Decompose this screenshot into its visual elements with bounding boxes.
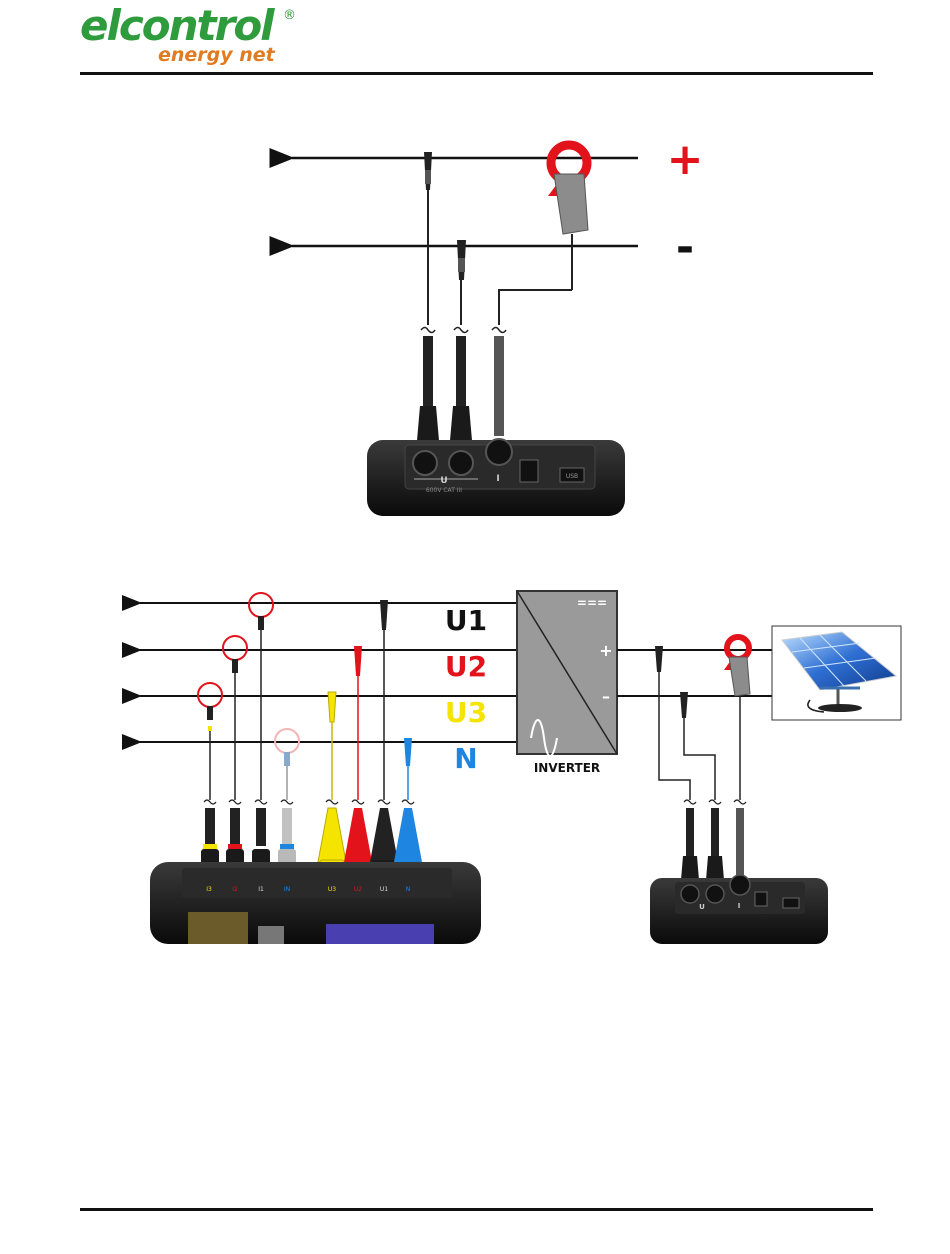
dc-voltage-port-label: U xyxy=(440,476,447,486)
voltage-probe-negative xyxy=(457,240,466,325)
voltage-label-u2: U2 xyxy=(354,886,362,893)
voltage-cable-positive xyxy=(423,336,433,406)
voltage-label-n: N xyxy=(406,886,411,893)
inverter: === + – INVERTER xyxy=(517,591,617,775)
clamp-label-i1: I1 xyxy=(258,886,264,893)
analyzer-device-dc: U I 600V CAT III USB xyxy=(367,439,625,516)
dc-diagram: + - xyxy=(292,134,703,516)
dc-category-label: 600V CAT III xyxy=(426,487,462,494)
dc-usb-label: USB xyxy=(566,473,578,480)
flex-clamp-i2 xyxy=(223,636,247,800)
dc-current-clamp xyxy=(499,145,588,325)
phase-label-u1: U1 xyxy=(445,604,487,637)
analyzer-device-small: U I xyxy=(650,875,828,944)
analyzer-device-main: I3 I2 I1 IN U3 U2 U1 N xyxy=(150,862,481,944)
voltage-label-u3: U3 xyxy=(328,886,336,893)
dc-minus-sign: - xyxy=(676,222,694,273)
pv-cable-break-marks-small xyxy=(684,800,746,804)
pv-voltage-probe-negative xyxy=(680,692,715,800)
flex-clamp-in xyxy=(275,729,299,800)
voltage-probe-u3 xyxy=(328,692,336,800)
current-cable xyxy=(494,336,504,436)
inverter-dc-symbol: === xyxy=(577,596,607,610)
pv-cable-break-marks xyxy=(204,800,414,804)
voltage-label-u1: U1 xyxy=(380,886,388,893)
small-voltage-label: U xyxy=(699,903,705,911)
inverter-plus: + xyxy=(599,641,612,660)
voltage-cable-negative xyxy=(456,336,466,406)
dc-plus-sign: + xyxy=(667,134,704,185)
phase-label-n: N xyxy=(454,742,477,775)
voltage-probe-u2 xyxy=(354,646,362,800)
pv-diagram: U1 U2 U3 N xyxy=(140,591,901,944)
inverter-label: INVERTER xyxy=(534,761,600,775)
small-current-label: I xyxy=(738,902,741,910)
cable-break-marks xyxy=(421,328,506,333)
clamp-label-i2: I2 xyxy=(232,886,238,893)
pv-dc-current-clamp xyxy=(724,637,750,800)
solar-panel xyxy=(772,626,901,720)
inverter-minus: – xyxy=(602,687,610,706)
dc-current-port-label: I xyxy=(496,474,499,484)
clamp-label-in: IN xyxy=(284,886,290,893)
clamp-label-i3: I3 xyxy=(206,886,212,893)
phase-label-u2: U2 xyxy=(445,650,487,683)
phase-label-u3: U3 xyxy=(445,696,487,729)
voltage-probe-u1 xyxy=(380,600,388,800)
voltage-probe-positive xyxy=(424,152,432,325)
voltage-probe-n xyxy=(404,738,412,800)
